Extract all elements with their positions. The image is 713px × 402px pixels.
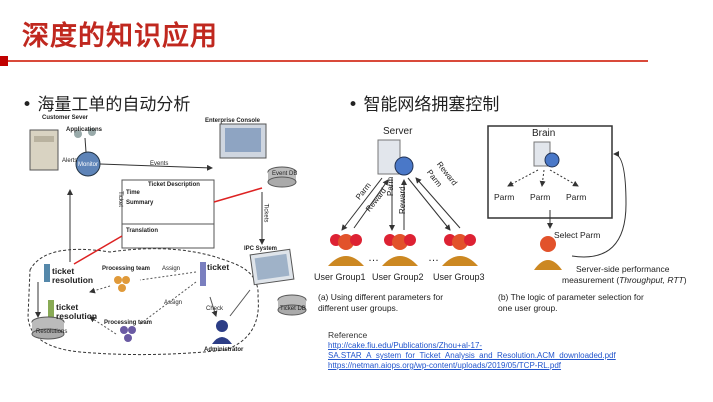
ipc-system-label: IPC System xyxy=(244,246,278,252)
select-parm-label: Select Parm xyxy=(554,230,601,240)
parm-2-label: Parm xyxy=(386,176,395,196)
ticket-db-label: Ticket DB xyxy=(280,306,306,312)
user-group-3-icon xyxy=(442,234,478,266)
parm-c-label: Parm xyxy=(566,192,587,202)
ellipsis: … xyxy=(428,252,439,264)
bullet: • xyxy=(22,95,33,115)
resolution-label: resolution xyxy=(52,275,94,285)
enterprise-console-label: Enterprise Console xyxy=(205,118,261,124)
right-section-heading: • 智能网络拥塞控制 xyxy=(348,90,499,115)
monitor-label: Monitor xyxy=(78,162,99,168)
reference-link[interactable]: SA.STAR_A_system_for_Ticket_Analysis_and… xyxy=(328,351,616,360)
processing-team-1-label: Processing team xyxy=(102,266,151,272)
processing-region xyxy=(27,248,259,356)
reference-link[interactable]: https://netman.aiops.org/wp-content/uplo… xyxy=(328,361,562,370)
assign-label: Assign xyxy=(162,266,181,272)
processing-team-2-icon xyxy=(120,326,136,342)
check-label: Check xyxy=(206,306,224,312)
globe-icon xyxy=(394,156,414,176)
reward-2-label: Reward xyxy=(398,186,407,214)
user-group-2-label: User Group2 xyxy=(372,272,424,282)
ticket-analysis-diagram xyxy=(27,123,307,356)
brain-box xyxy=(487,125,613,219)
bullet: • xyxy=(348,95,359,115)
reference-label: Reference xyxy=(328,330,368,340)
brain-diagram xyxy=(487,125,627,270)
events-label: Events xyxy=(150,161,169,167)
resolutions-label: Resolutions xyxy=(36,329,68,335)
left-heading-text: 海量工单的自动分析 xyxy=(37,95,191,115)
summary-label: Summary xyxy=(126,200,154,206)
performance-label-1: Server-side performance xyxy=(576,264,670,274)
caption-b-line-1: (b) The logic of parameter selection for xyxy=(498,292,644,302)
left-section-heading: • 海量工单的自动分析 xyxy=(22,90,190,115)
caption-a-line-1: (a) Using different parameters for xyxy=(318,292,444,302)
ticket-label: ticket xyxy=(52,266,75,276)
processing-team-2-label: Processing team xyxy=(104,320,153,326)
ticket-vertical-label: Ticket xyxy=(116,191,123,207)
parm-b-label: Parm xyxy=(530,192,551,202)
globe-icon xyxy=(544,152,560,168)
page-title: 深度的知识应用 xyxy=(22,21,218,52)
ticket-label: ticket xyxy=(56,302,79,312)
reference-link[interactable]: http://cake.fiu.edu/Publications/Zhou+al… xyxy=(328,341,483,350)
event-db-label: Event DB xyxy=(272,171,298,177)
translation-card xyxy=(121,223,215,249)
resolution-label: resolution xyxy=(56,311,98,321)
server-label: Server xyxy=(383,126,413,137)
performance-label-2: measurement (Throughput, RTT) xyxy=(562,275,687,285)
user-group-diagram xyxy=(328,139,478,266)
assign-label: Assign xyxy=(164,300,183,306)
ellipsis: … xyxy=(368,252,379,264)
server-icon xyxy=(377,139,401,175)
ticket-description-label: Ticket Description xyxy=(148,182,200,188)
user-group-1-icon xyxy=(328,234,364,266)
alerts-label: Alerts xyxy=(62,158,78,164)
applications-label: Applications xyxy=(66,127,103,133)
time-label: Time xyxy=(126,190,140,196)
user-group-3-label: User Group3 xyxy=(433,272,485,282)
ticket-label: ticket xyxy=(207,262,230,272)
caption-b-line-2: one user group. xyxy=(498,303,558,313)
parm-a-label: Parm xyxy=(494,192,515,202)
brain-label: Brain xyxy=(532,128,556,139)
user-group-2-icon xyxy=(382,234,418,266)
title-accent-bar xyxy=(0,56,8,66)
administrator-icon xyxy=(216,320,228,332)
caption-a-line-2: different user groups. xyxy=(318,303,399,313)
application-icon xyxy=(88,128,96,136)
customer-server-label: Customer Sever xyxy=(42,115,89,121)
user-group-1-label: User Group1 xyxy=(314,272,366,282)
application-icon xyxy=(74,130,82,138)
administrator-label: Administrator xyxy=(204,347,244,353)
processing-team-1-icon xyxy=(114,276,130,292)
title-divider xyxy=(8,60,648,62)
user-group-icon xyxy=(534,236,562,270)
right-heading-text: 智能网络拥塞控制 xyxy=(363,95,500,115)
translation-label: Translation xyxy=(126,228,159,234)
tickets-arrow-label: Tickets xyxy=(262,203,269,223)
